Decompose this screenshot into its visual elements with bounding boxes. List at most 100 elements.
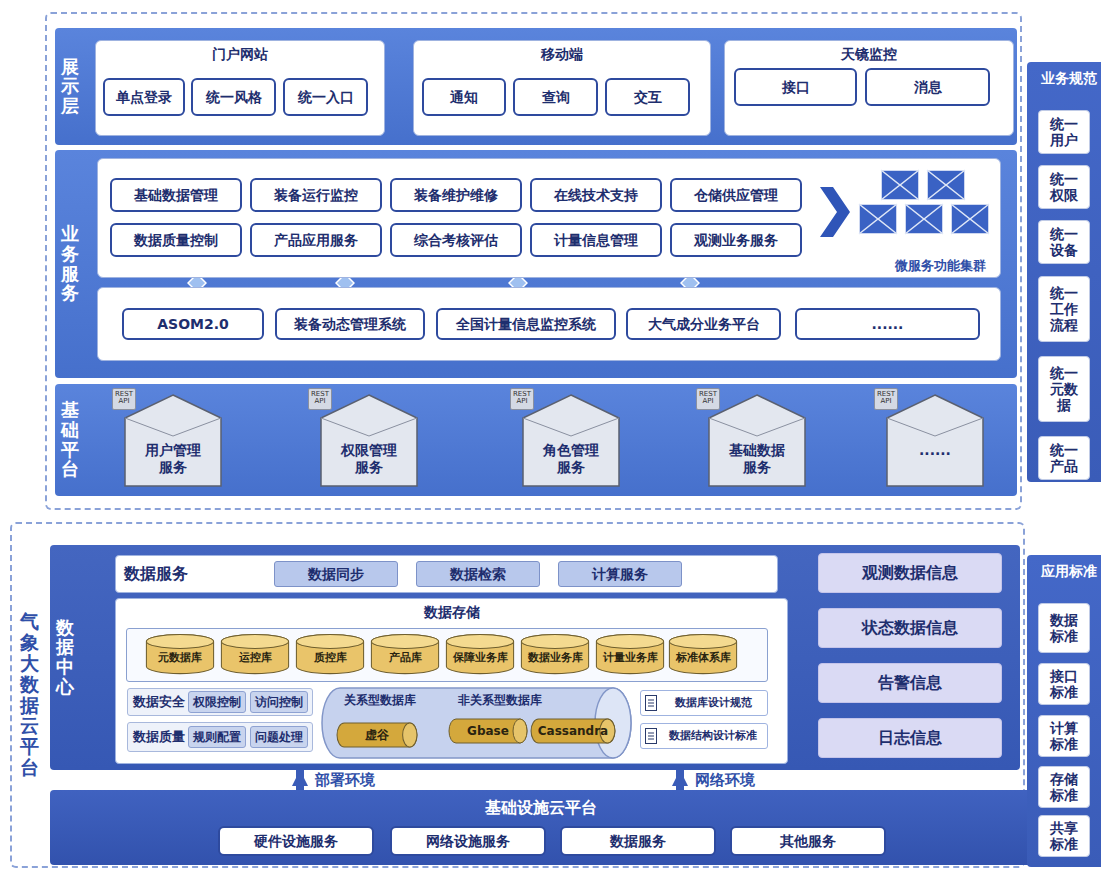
info-panel: 状态数据信息 xyxy=(818,608,1002,648)
shape-svg xyxy=(880,169,920,201)
node-label: 数据服务 xyxy=(610,833,666,850)
service-cube xyxy=(950,203,990,235)
node-label: 仓储供应管理 xyxy=(694,187,778,204)
function-box: 统一风格 xyxy=(191,78,276,116)
node-label: 非关系型数据库 xyxy=(458,693,542,707)
node-label: ...... xyxy=(903,442,967,459)
shape-path xyxy=(521,634,588,673)
standard-item: 计算 标准 xyxy=(1038,715,1090,757)
shape-path xyxy=(321,418,417,436)
document-icon xyxy=(645,695,657,711)
cluster-panel: 微服务功能集群基础数据管理装备运行监控装备维护维修在线技术支持仓储供应管理数据质… xyxy=(97,158,1001,278)
node-label: 计量信息管理 xyxy=(554,232,638,249)
node-label: 基础设施云平台 xyxy=(50,798,1032,817)
info-panel: 观测数据信息 xyxy=(818,553,1002,593)
sub-button: 规则配置 xyxy=(188,726,246,748)
engine-cylinder: Gbase xyxy=(448,718,528,744)
node-label: 查询 xyxy=(542,89,570,106)
function-box: 综合考核评估 xyxy=(390,223,522,257)
node-label: 大气成分业务平台 xyxy=(648,316,760,333)
service-button: 计算服务 xyxy=(558,561,682,587)
shape-ellipse xyxy=(513,719,527,743)
layer-panel: 门户网站单点登录统一风格统一入口 xyxy=(95,40,385,136)
node-label: 数据中心 xyxy=(56,618,74,697)
node-label: 规则配置 xyxy=(193,730,241,744)
shape-ellipse xyxy=(371,634,438,648)
shape-path xyxy=(337,723,417,747)
shape-ellipse xyxy=(669,634,736,648)
node-label: 统一 元数 据 xyxy=(1050,365,1078,413)
node-label: 业务规范 xyxy=(1027,70,1101,86)
node-label: 运控库 xyxy=(239,651,272,664)
service-shape: 用户管理 服务REST API xyxy=(122,392,224,488)
shape-ellipse xyxy=(596,634,663,648)
shape-svg xyxy=(820,187,850,237)
node-label: 装备运行监控 xyxy=(274,187,358,204)
shape-svg xyxy=(645,728,657,744)
database-cylinder: 数据业务库 xyxy=(520,633,590,675)
node-label: 共享 标准 xyxy=(1050,820,1078,852)
node-label: 统一风格 xyxy=(206,89,262,106)
node-label: 虚谷 xyxy=(365,728,389,742)
document-icon xyxy=(645,728,657,744)
group-box: 数据质量规则配置问题处理 xyxy=(127,722,313,752)
shape-path xyxy=(446,634,513,673)
shape-ellipse xyxy=(403,723,417,747)
shape-path xyxy=(296,634,363,673)
shape-path xyxy=(371,634,438,673)
node-label: 接口 标准 xyxy=(1050,668,1078,700)
shape-path xyxy=(523,418,619,436)
layer-band: 业务服务微服务功能集群基础数据管理装备运行监控装备维护维修在线技术支持仓储供应管… xyxy=(55,150,1017,378)
shape-svg xyxy=(926,169,966,201)
node-label: 访问控制 xyxy=(255,695,303,709)
shape-rect xyxy=(881,170,919,200)
shape-ellipse xyxy=(296,634,363,648)
up-arrow xyxy=(296,770,304,790)
node-label: 产品库 xyxy=(389,651,422,664)
shape-polygon xyxy=(125,395,221,486)
node-label: 数据结构设计标准 xyxy=(669,729,757,742)
standard-item: 统一 元数 据 xyxy=(1038,356,1090,422)
edge-label: 网络环境 xyxy=(692,771,758,789)
database-group: 关系型数据库非关系型数据库虚谷GbaseCassandra xyxy=(320,686,635,760)
node-label: 硬件设施服务 xyxy=(254,833,338,850)
shape-svg xyxy=(645,695,657,711)
node-label: 统一 权限 xyxy=(1050,171,1078,203)
storage-panel: 数据存储元数据库运控库质控库产品库保障业务库数据业务库计量业务库标准体系库数据安… xyxy=(115,598,788,764)
shape-path xyxy=(596,634,663,673)
shape-path xyxy=(125,418,221,436)
shape-svg xyxy=(950,203,990,235)
shape-svg xyxy=(884,392,986,488)
spec-box: 数据结构设计标准 xyxy=(640,723,768,749)
shape-ellipse xyxy=(146,634,213,648)
node-label: 保障业务库 xyxy=(453,651,508,664)
function-box: 计量信息管理 xyxy=(530,223,662,257)
node-label: 接口 xyxy=(782,79,810,96)
node-label: 产品应用服务 xyxy=(274,232,358,249)
database-cylinder: 标准体系库 xyxy=(668,633,738,675)
function-box: 仓储供应管理 xyxy=(670,178,802,212)
node-label: 天镜监控 xyxy=(725,46,1013,63)
shape-path xyxy=(648,733,654,739)
shape-svg xyxy=(904,203,944,235)
shape-polygon xyxy=(709,395,805,486)
database-cylinder: 保障业务库 xyxy=(445,633,515,675)
node-label: 其他服务 xyxy=(780,833,836,850)
service-panel: 数据服务数据同步数据检索计算服务 xyxy=(115,555,778,593)
sub-button: 访问控制 xyxy=(250,691,308,713)
node-label: 通知 xyxy=(450,89,478,106)
node-label: 微服务功能集群 xyxy=(895,258,986,274)
service-cube xyxy=(858,203,898,235)
node-label: 计算服务 xyxy=(592,566,648,583)
node-label: 展示层 xyxy=(61,57,79,116)
function-box: 观测业务服务 xyxy=(670,223,802,257)
node-label: 数据质量控制 xyxy=(134,232,218,249)
node-label: 统一 用户 xyxy=(1050,116,1078,148)
platform-region: 气象大数据云平台数据中心数据服务数据同步数据检索计算服务数据存储元数据库运控库质… xyxy=(10,522,1025,868)
layer-band: 基础平台用户管理 服务REST API权限管理 服务REST API角色管理 服… xyxy=(55,384,1017,496)
function-box: 全国计量信息监控系统 xyxy=(436,308,616,340)
shape-path xyxy=(648,700,654,706)
node-label: 状态数据信息 xyxy=(862,618,958,637)
shape-path xyxy=(449,719,527,743)
function-box: 通知 xyxy=(422,78,506,116)
